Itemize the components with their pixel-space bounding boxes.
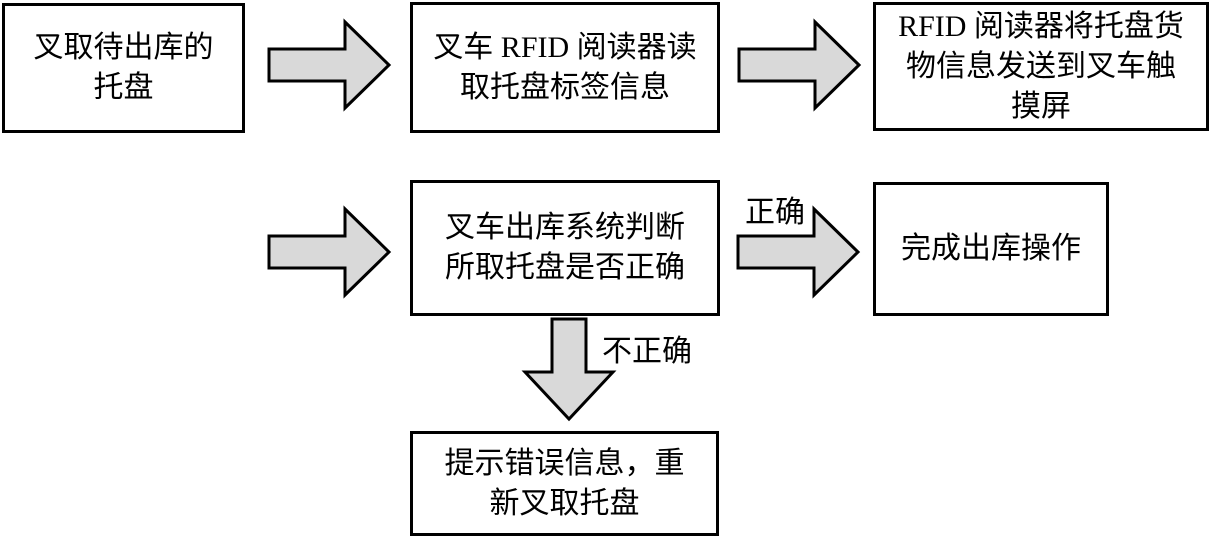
flow-node-system-judge: 叉车出库系统判断 所取托盘是否正确 [410,180,720,316]
node-text-line: 所取托盘是否正确 [445,251,685,284]
flow-node-send-to-screen: RFID 阅读器将托盘货 物信息发送到叉车触 摸屏 [873,2,1209,131]
arrow-right-3-icon [267,205,392,299]
flow-node-pick-pallet: 叉取待出库的 托盘 [2,3,245,133]
edge-label-incorrect: 不正确 [602,335,692,368]
edge-label-correct: 正确 [745,196,805,229]
node-text-line: 取托盘标签信息 [460,70,670,104]
node-text-line: 完成出库操作 [901,232,1081,265]
node-text-line: 提示错误信息，重 [444,446,685,480]
node-text-line: 叉车出库系统判断 [445,211,685,244]
arrow-down-icon [521,317,617,422]
node-text-line: 托盘 [93,71,154,104]
node-text-line: 叉取待出库的 [33,31,214,64]
arrow-right-1-icon [267,18,392,112]
arrow-right-4-icon [736,205,861,299]
flow-node-error-retry: 提示错误信息，重 新叉取托盘 [410,431,719,536]
flow-node-rfid-read: 叉车 RFID 阅读器读 取托盘标签信息 [410,2,720,133]
node-text-line: 摸屏 [1011,89,1071,123]
arrow-right-2-icon [737,18,862,112]
node-text-line: 新叉取托盘 [489,486,640,520]
node-text-line: RFID 阅读器将托盘货 [898,9,1184,43]
node-text-line: 叉车 RFID 阅读器读 [433,30,697,64]
flow-node-complete: 完成出库操作 [873,182,1109,316]
node-text-line: 物信息发送到叉车触 [906,49,1176,83]
